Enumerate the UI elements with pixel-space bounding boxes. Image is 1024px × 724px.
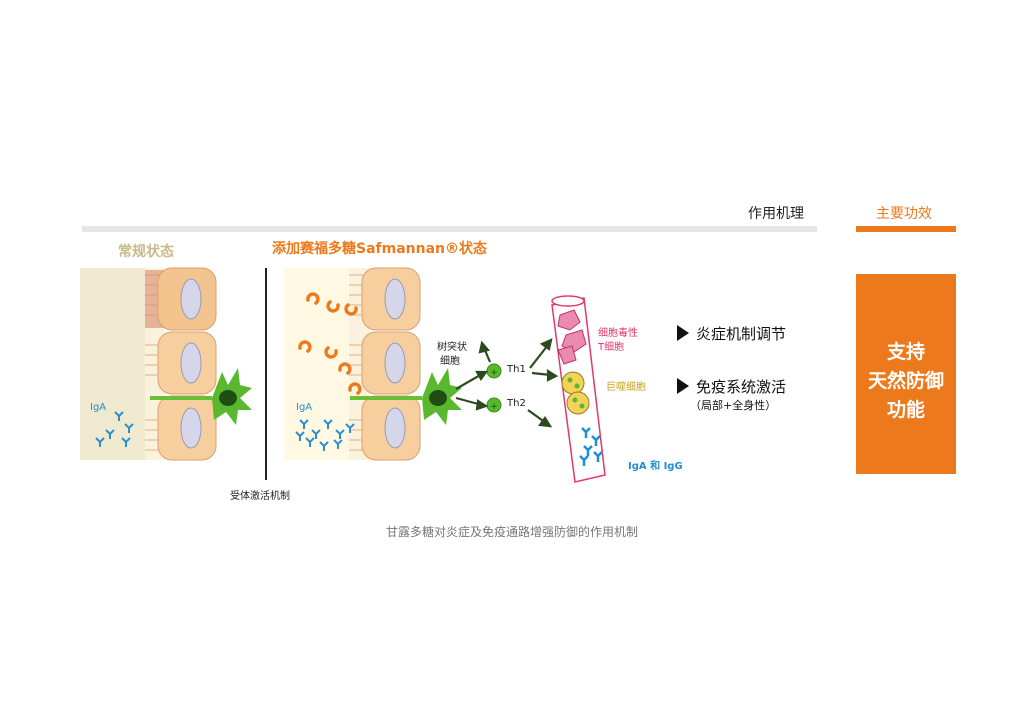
function-line-2: 天然防御 bbox=[867, 370, 944, 392]
result-immune-sub: （局部+全身性） bbox=[690, 399, 777, 412]
effect-header: 主要功效 bbox=[876, 206, 932, 222]
result-arrow-2 bbox=[677, 378, 689, 394]
function-box: 支持 天然防御 功能 bbox=[856, 274, 956, 474]
mechanism-header: 作用机理 bbox=[748, 206, 804, 222]
dendritic-label-2: 细胞 bbox=[440, 356, 460, 367]
th2-label: Th2 bbox=[507, 398, 526, 409]
figure-caption: 甘露多糖对炎症及免疫通路增强防御的作用机制 bbox=[385, 525, 638, 539]
normal-state-title: 常规状态 bbox=[118, 244, 174, 260]
th1-label: Th1 bbox=[507, 364, 526, 375]
receptor-label: 受体激活机制 bbox=[230, 491, 290, 502]
result-inflammation: 炎症机制调节 bbox=[696, 325, 787, 343]
normal-state-panel bbox=[80, 267, 252, 461]
svg-text:+: + bbox=[490, 402, 498, 412]
cytotoxic-label-2: T细胞 bbox=[598, 342, 625, 353]
function-line-3: 功能 bbox=[886, 399, 925, 421]
safmannan-state-title: 添加赛福多糖Safmannan®状态 bbox=[272, 241, 488, 257]
blood-vessel bbox=[551, 295, 606, 483]
effect-header-bar bbox=[856, 226, 956, 232]
t-helper-nodes: + + bbox=[486, 363, 502, 413]
svg-text:+: + bbox=[490, 368, 498, 378]
function-line-1: 支持 bbox=[886, 341, 925, 363]
dendritic-label-1: 树突状 bbox=[437, 342, 467, 353]
macrophage-label: 巨噬细胞 bbox=[606, 382, 646, 393]
result-immune-activation: 免疫系统激活 bbox=[696, 378, 787, 396]
pathway-arrows bbox=[455, 338, 559, 428]
safmannan-state-panel bbox=[284, 267, 462, 461]
mechanism-header-bar bbox=[82, 226, 817, 232]
cytotoxic-label-1: 细胞毒性 bbox=[598, 328, 638, 339]
iga-label-safmannan: IgA bbox=[296, 402, 313, 413]
result-arrow-1 bbox=[677, 325, 689, 341]
iga-label-normal: IgA bbox=[90, 402, 107, 413]
iga-igg-label: IgA 和 IgG bbox=[628, 461, 683, 472]
